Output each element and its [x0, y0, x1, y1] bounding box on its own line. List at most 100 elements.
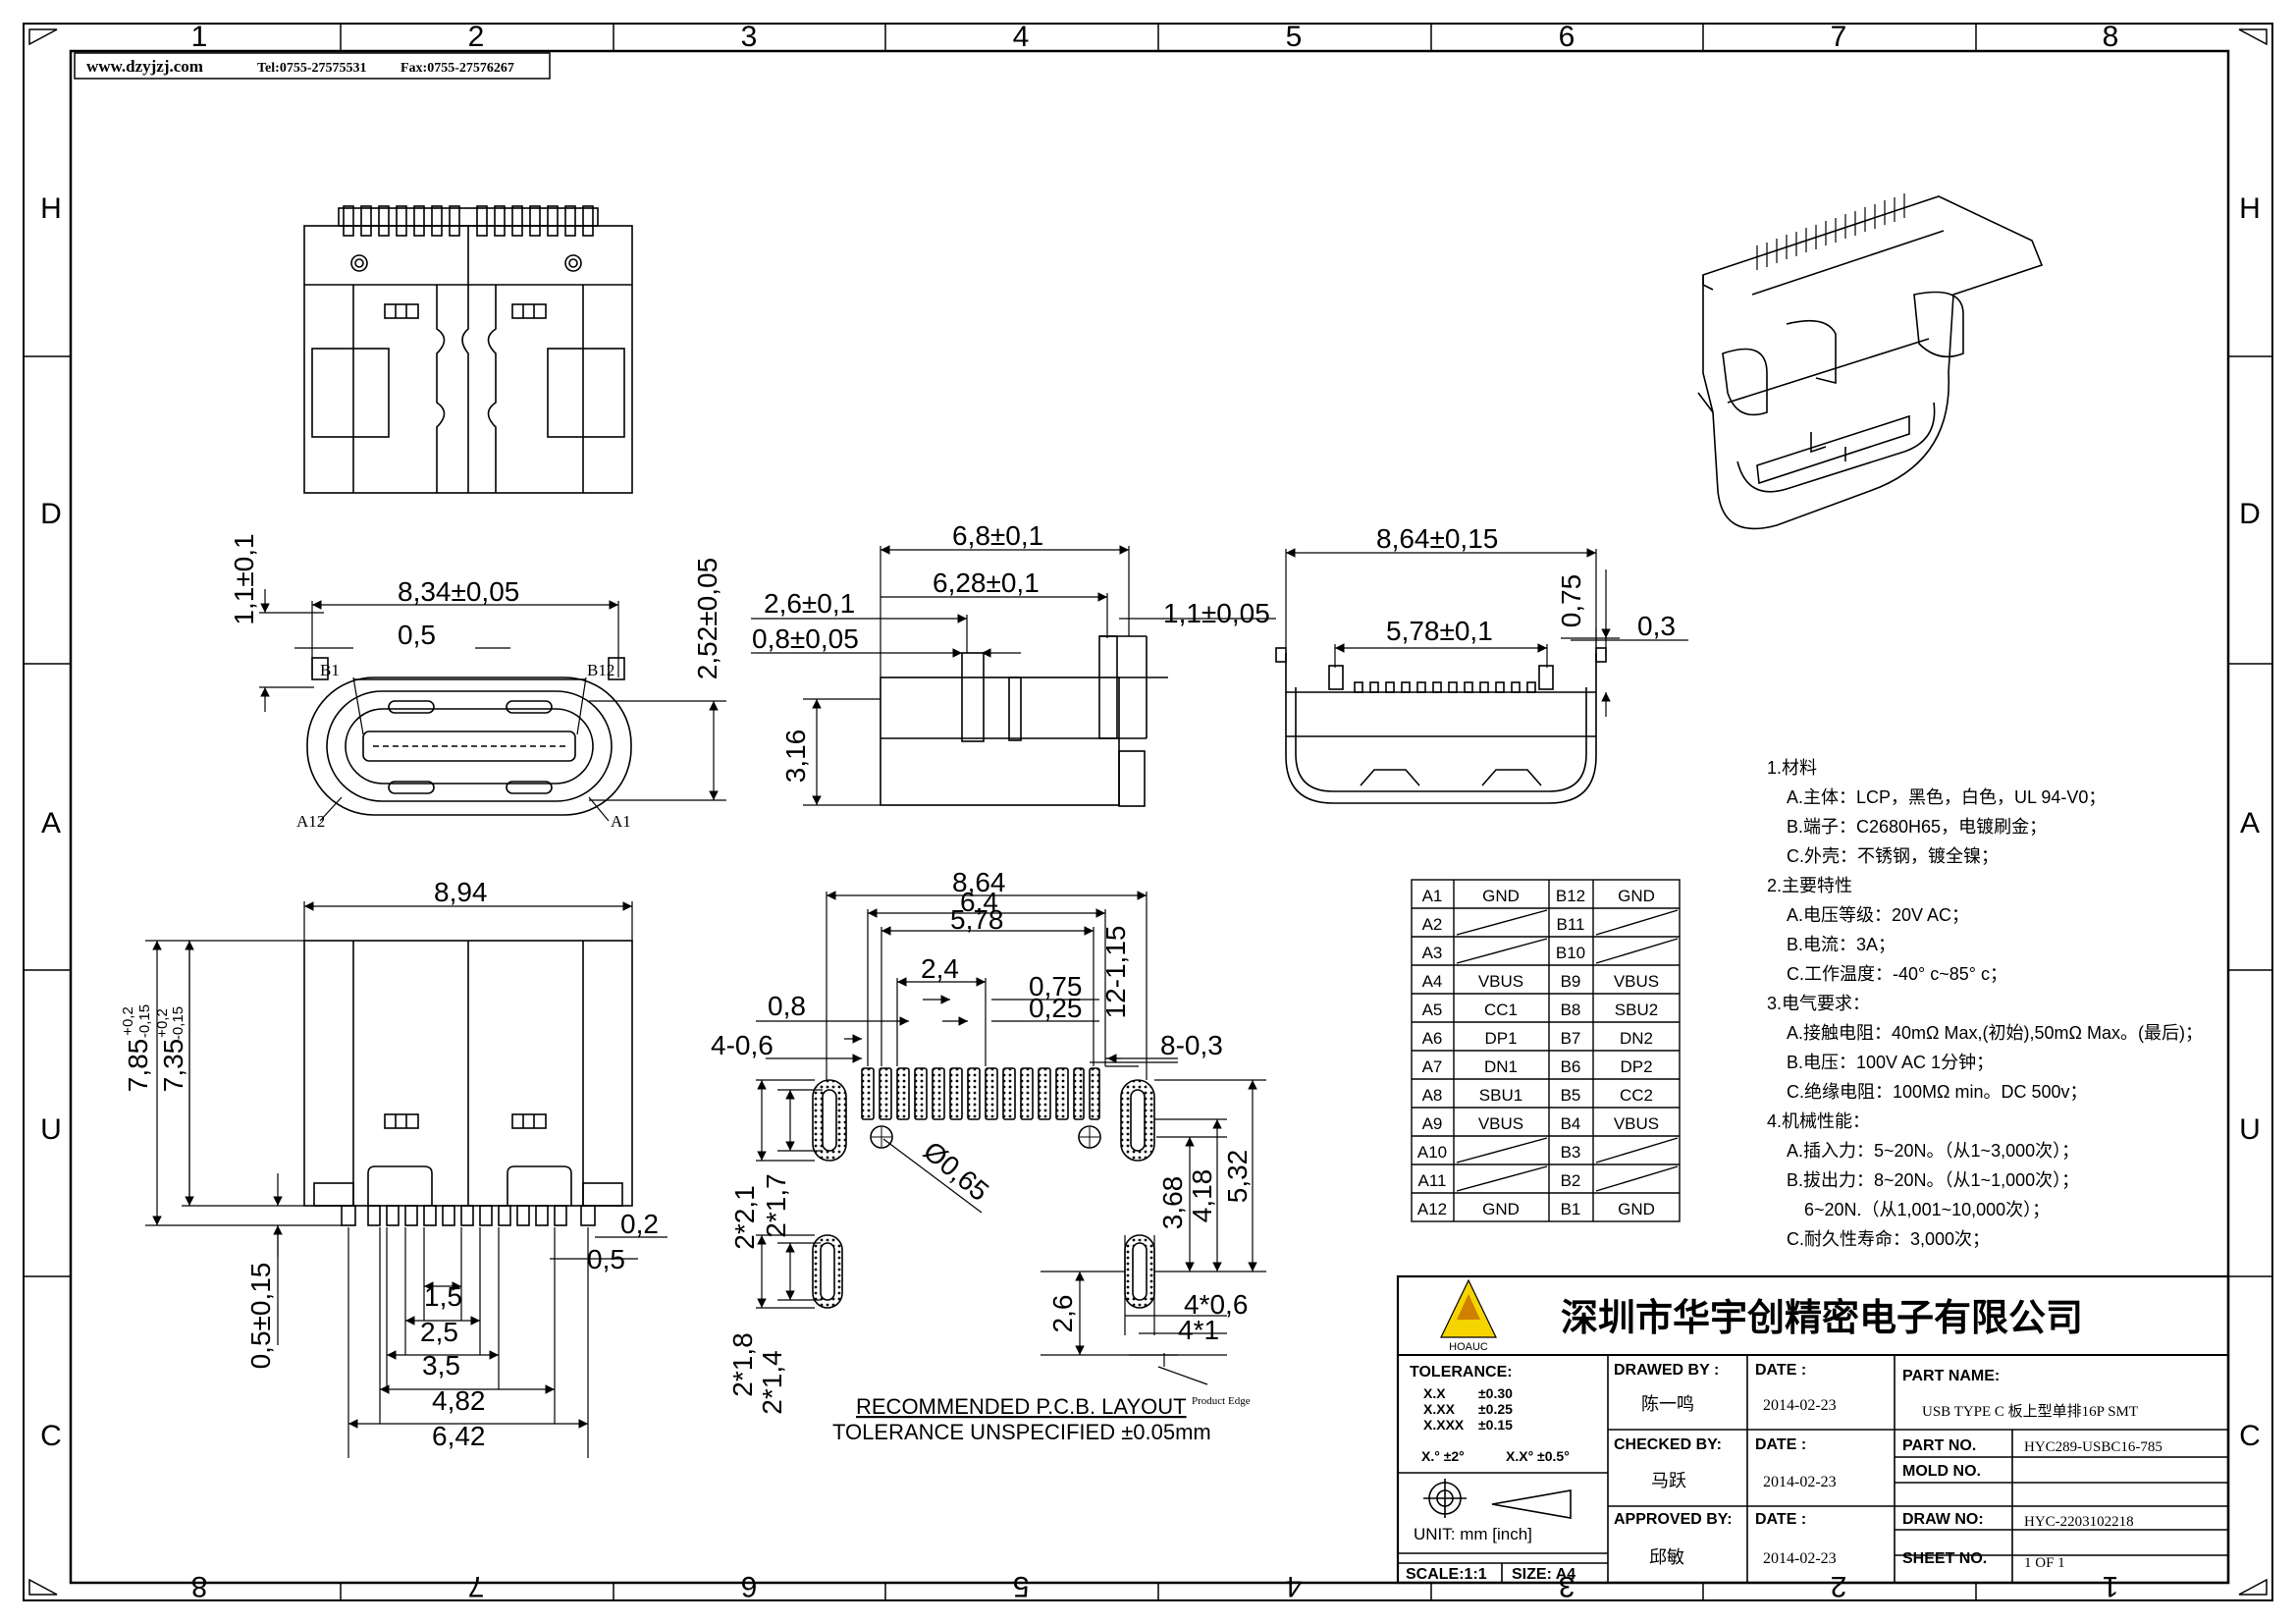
product-edge-label: Product Edge	[1192, 1395, 1251, 1407]
dim-label: 2,6	[1047, 1295, 1078, 1333]
pin-id: B5	[1561, 1086, 1581, 1105]
date-label: DATE :	[1755, 1362, 1806, 1379]
dim-label: 4,82	[432, 1385, 486, 1416]
note-line: A.接触电阻：40mΩ Max,(初始),50mΩ Max。(最后)；	[1787, 1023, 2203, 1043]
side-view-labels: 6,8±0,1 6,28±0,1 2,6±0,1 0,8±0,05 1,1±0,…	[752, 520, 1270, 783]
drawing-frame	[23, 23, 2273, 1601]
pin-signal: VBUS	[1478, 972, 1523, 991]
pcb-title: RECOMMENDED P.C.B. LAYOUT	[856, 1394, 1187, 1419]
tol-xx-value: ±0.25	[1478, 1401, 1513, 1417]
pin-id: A4	[1422, 972, 1443, 991]
pin-id: B3	[1561, 1143, 1581, 1162]
company-name: 深圳市华宇创精密电子有限公司	[1561, 1298, 2083, 1339]
dim-label: Ø0,65	[918, 1135, 994, 1207]
col-label: 3	[1559, 1570, 1575, 1602]
note-line: C.耐久性寿命：3,000次；	[1787, 1229, 1990, 1249]
pin-signal: CC2	[1620, 1086, 1653, 1105]
dim-label: 4-0,6	[711, 1030, 774, 1060]
drawn-by-label: DRAWED BY :	[1614, 1362, 1719, 1379]
pin-signal: GND	[1482, 887, 1520, 905]
fax-text: Fax:0755-27576267	[400, 61, 514, 76]
size-label: SIZE: A4	[1512, 1566, 1575, 1583]
row-label: H	[40, 192, 62, 225]
website-text: www.dzyjzj.com	[86, 57, 203, 76]
pin-id: B12	[1556, 887, 1585, 905]
col-label: 1	[191, 21, 208, 53]
rear-view-pins	[1354, 681, 1536, 693]
bottom-view-labels: 8,94 7,85 +0,2 -0,15 7,35 +0,2 -0,15 0,2…	[120, 877, 659, 1451]
dim-label: 6,28±0,1	[933, 568, 1040, 598]
dim-label: 1,1±0,05	[1163, 598, 1270, 628]
dim-label: 1,5	[424, 1281, 462, 1312]
row-label: D	[40, 498, 62, 530]
spec-notes: 1.材料 A.主体：LCP，黑色，白色，UL 94-V0； B.端子：C2680H6…	[1767, 758, 2203, 1249]
dim-label: 0,2	[620, 1209, 659, 1239]
tol-x-value: ±0.30	[1478, 1385, 1513, 1401]
note-line: A.主体：LCP，黑色，白色，UL 94-V0；	[1787, 787, 2106, 807]
dim-label: 0,8±0,05	[752, 623, 859, 654]
dim-label: 4*1	[1178, 1315, 1219, 1345]
dim-label: 6,8±0,1	[952, 520, 1043, 551]
isometric-view	[1697, 193, 2044, 530]
dim-label: 2,5	[420, 1317, 458, 1347]
dim-tol: +0,2	[120, 1006, 136, 1036]
dim-label: 2,52±0,05	[692, 558, 722, 679]
note-heading: 4.机械性能：	[1767, 1111, 1870, 1131]
dim-label: 0,3	[1637, 611, 1676, 641]
logo-text: HOAUC	[1449, 1341, 1488, 1353]
pin-id: A3	[1422, 944, 1443, 962]
title-block-text: 深圳市华宇创精密电子有限公司 TOLERANCE: X.X ±0.30 X.XX…	[1406, 1298, 2163, 1583]
pin-id: B1	[1561, 1200, 1581, 1218]
pin-signal: SBU2	[1615, 1001, 1658, 1019]
dim-label: 4,18	[1187, 1169, 1217, 1223]
dim-label: 0,5±0,15	[245, 1263, 276, 1370]
pin-id: A5	[1422, 1001, 1443, 1019]
dim-label: 8,64±0,15	[1376, 523, 1498, 554]
checked-by-label: CHECKED BY:	[1614, 1436, 1722, 1453]
dim-label: 0,25	[1029, 993, 1083, 1023]
part-no: HYC289-USBC16-785	[2024, 1439, 2163, 1455]
dim-label: 2,6±0,1	[764, 588, 855, 619]
title-block	[1396, 1274, 2230, 1585]
tol-xx: X.XX	[1423, 1401, 1456, 1417]
bottom-view-pins	[341, 1205, 596, 1226]
col-label: 7	[1831, 21, 1847, 53]
pin-signal: GND	[1618, 1200, 1655, 1218]
dim-label: 3,68	[1157, 1176, 1188, 1230]
tol-angle-2: X.X° ±0.5°	[1506, 1448, 1570, 1464]
row-label: U	[40, 1113, 62, 1146]
date-drawn: 2014-02-23	[1763, 1397, 1837, 1414]
pin-id: B7	[1561, 1029, 1581, 1048]
part-name: USB TYPE C 板上型单排16P SMT	[1922, 1402, 2138, 1420]
note-line: B.电流：3A；	[1787, 935, 1896, 954]
note-line: B.端子：C2680H65，电镀刷金；	[1787, 817, 2047, 837]
tol-x: X.X	[1423, 1385, 1446, 1401]
pin-signal: DN1	[1484, 1057, 1518, 1076]
side-view-dims	[751, 545, 1276, 806]
pin-id: A9	[1422, 1114, 1443, 1133]
note-line: B.电压：100V AC 1分钟；	[1787, 1053, 1994, 1072]
mold-no-label: MOLD NO.	[1902, 1463, 1981, 1480]
note-heading: 1.材料	[1767, 758, 1817, 778]
col-label: 8	[2103, 21, 2119, 53]
pin-id: B10	[1556, 944, 1585, 962]
rear-view	[1275, 647, 1607, 804]
pin-id: A11	[1418, 1171, 1447, 1190]
tol-xxx-value: ±0.15	[1478, 1417, 1513, 1433]
col-label: 3	[741, 21, 758, 53]
date-checked: 2014-02-23	[1763, 1474, 1837, 1490]
dim-label: 0,5	[587, 1244, 625, 1274]
row-label: A	[2240, 807, 2260, 839]
col-label: 4	[1286, 1570, 1303, 1602]
top-view	[303, 205, 633, 494]
pin-signal: SBU1	[1479, 1086, 1522, 1105]
pcb-layout	[812, 1067, 1155, 1309]
pin-table	[1411, 879, 1681, 1222]
dim-label: 6,42	[432, 1421, 486, 1451]
dim-label: 2,4	[921, 953, 959, 984]
tel-text: Tel:0755-27575531	[257, 61, 366, 76]
dim-label: 2*1,7	[761, 1173, 791, 1237]
pin-id: A1	[1422, 887, 1443, 905]
pin-id: A6	[1422, 1029, 1443, 1048]
